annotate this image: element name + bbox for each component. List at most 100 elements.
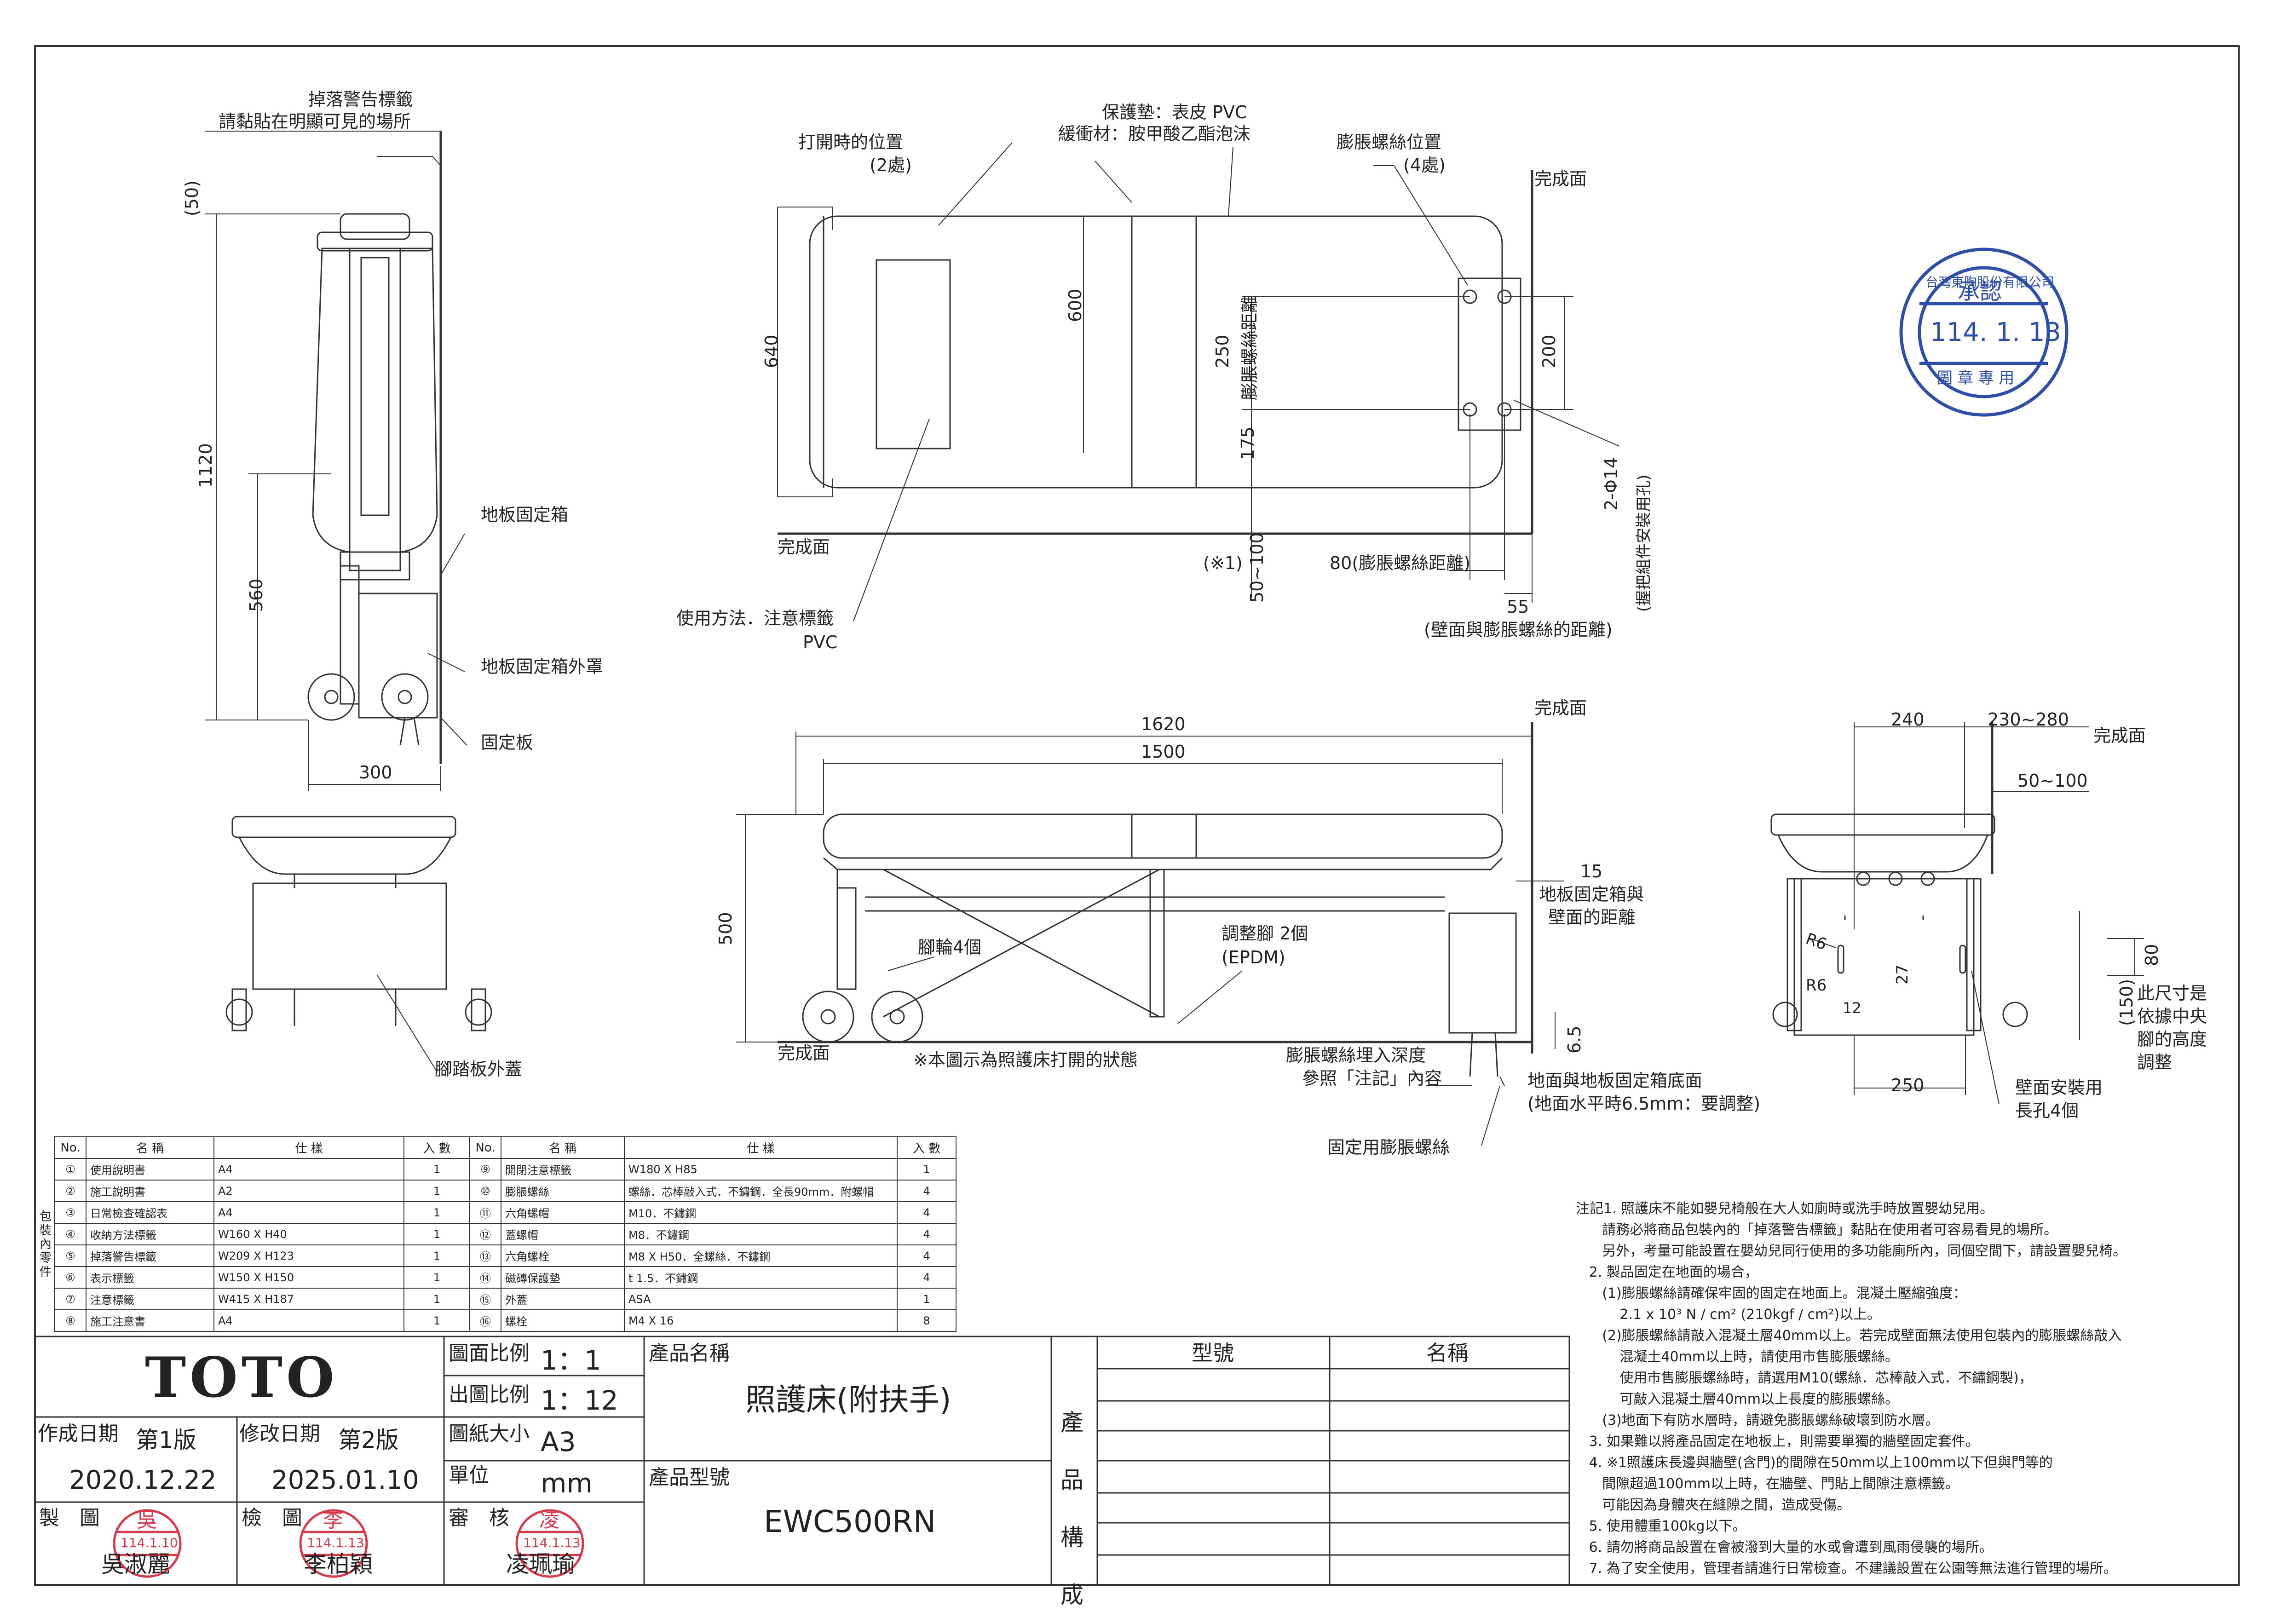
- product-model: EWC500RN: [764, 1504, 936, 1539]
- header-qty: 入 數: [403, 1136, 470, 1159]
- dim-300: 300: [359, 762, 392, 783]
- dim-250: 250: [1212, 334, 1233, 368]
- open-state-note: ※本圖示為照護床打開的狀態: [913, 1050, 1138, 1070]
- dim-240: 240: [1891, 709, 1925, 730]
- usage-label-text-2: PVC: [803, 632, 838, 652]
- dim-230-280: 230~280: [1988, 709, 2069, 730]
- header-no-2: No.: [469, 1136, 501, 1159]
- note-line: 另外，考量可能設置在嬰幼兒同行使用的多功能廁所內，同個空間下，請設置嬰兒椅。: [1576, 1243, 2127, 1259]
- dim-1120: 1120: [196, 443, 216, 488]
- side-elevation-view: [778, 722, 1533, 1077]
- pedal-cover-view: [225, 816, 492, 1072]
- scale-label: 圖面比例: [449, 1342, 530, 1365]
- handle-holes-label-1: 2-Φ14: [1601, 457, 1621, 511]
- scale-value: 1：1: [541, 1345, 601, 1376]
- reviewed-stamp: [515, 1509, 584, 1578]
- model-header: 型號: [1192, 1341, 1234, 1365]
- bolt-distance-h-label: 80(膨脹螺絲距離): [1330, 553, 1471, 573]
- approval-stamp-date: 114. 1. 13: [1930, 317, 2061, 347]
- dim-560: 560: [246, 578, 266, 612]
- dim-12: 12: [1843, 999, 1861, 1017]
- parts-cell: 六角螺帽: [501, 1201, 625, 1224]
- reviewed-name: 凌珮瑜: [506, 1551, 575, 1578]
- parts-cell: ③: [54, 1201, 86, 1224]
- note-line: 2.1 x 10³ N / cm² (210kgf / cm²)以上。: [1576, 1307, 1881, 1323]
- parts-cell: ⑥: [54, 1266, 86, 1289]
- parts-cell: 1: [403, 1309, 470, 1332]
- parts-cell: 1: [403, 1288, 470, 1310]
- note-line: 可敲入混凝土層40mm以上長度的膨脹螺絲。: [1576, 1391, 1899, 1407]
- parts-cell: 1: [403, 1201, 470, 1224]
- adjust-feet-label-1: 調整腳 2個: [1222, 923, 1308, 944]
- fix-plate-label: 固定板: [481, 732, 534, 753]
- parts-cell: 掉落警告標籤: [86, 1244, 214, 1267]
- product-name: 照護床(附扶手): [745, 1382, 951, 1417]
- bolt-position-label-2: (4處): [1403, 155, 1446, 175]
- note-line: 混凝土40mm以上時，請使用市售膨脹螺絲。: [1576, 1349, 1899, 1365]
- parts-cell: 施工說明書: [86, 1180, 214, 1202]
- handle-holes-label-2: (握把組件安裝用孔): [1635, 474, 1653, 612]
- dim-80: 80: [2142, 944, 2162, 966]
- reviewed-stamp-char: 凌: [539, 1509, 559, 1532]
- note-line: (3)地面下有防水層時，請避免膨脹螺絲破壞到防水層。: [1576, 1412, 1939, 1428]
- end-elevation-view: [1770, 722, 2028, 1036]
- dim-6-5: 6.5: [1564, 1025, 1585, 1054]
- parts-cell: ⑫: [469, 1223, 501, 1245]
- parts-cell: ⑭: [469, 1266, 501, 1289]
- parts-cell: A4: [213, 1309, 404, 1332]
- unit-label: 單位: [449, 1463, 489, 1487]
- parts-cell: 磁磚保護墊: [501, 1266, 625, 1289]
- approval-stamp-word: 承認: [1958, 279, 2002, 305]
- parts-cell: 1: [403, 1266, 470, 1289]
- usage-label-text-1: 使用方法．注意標籤: [676, 608, 834, 628]
- parts-cell: 1: [897, 1158, 957, 1181]
- parts-cell: 1: [403, 1244, 470, 1267]
- parts-cell: 開閉注意標籤: [501, 1158, 625, 1181]
- fix-bolts-label: 固定用膨脹螺絲: [1327, 1137, 1450, 1158]
- parts-cell: A4: [213, 1201, 404, 1224]
- casters-label: 腳輪4個: [918, 937, 982, 957]
- height-note-1: 此尺寸是: [2137, 983, 2207, 1003]
- dim-1500: 1500: [1141, 742, 1186, 762]
- notes-block: 注記1. 照護床不能如嬰兒椅般在大人如廁時或洗手時放置嬰幼兒用。 請務必將商品包…: [1576, 1198, 2126, 1579]
- reviewed-label: 審 核: [449, 1506, 509, 1530]
- finish-surface-side-top: 完成面: [1534, 698, 1587, 718]
- parts-cell: W209 X H123: [213, 1244, 404, 1267]
- folded-side-view: [307, 131, 442, 764]
- header-qty-2: 入 數: [897, 1136, 957, 1159]
- approval-stamp-bottom: 圖 章 專 用: [1937, 369, 2015, 387]
- brand-logo: TOTO: [145, 1345, 338, 1410]
- wall-distance-label: (壁面與膨脹螺絲的距離): [1424, 620, 1613, 640]
- height-note-4: 調整: [2137, 1052, 2173, 1072]
- floor-gap-label-1: 地面與地板固定箱底面: [1527, 1071, 1703, 1091]
- parts-cell: ①: [54, 1158, 86, 1181]
- finish-surface-plan-bottom: 完成面: [778, 537, 830, 557]
- parts-cell: ⑦: [54, 1288, 86, 1310]
- created-label: 作成日期: [38, 1422, 119, 1445]
- box-wall-label-2: 壁面的距離: [1548, 907, 1636, 927]
- approval-stamp: [1899, 248, 2069, 417]
- parts-cell: M8．不鏽鋼: [624, 1223, 898, 1245]
- modified-version: 第2版: [338, 1427, 399, 1453]
- parts-cell: ⑩: [469, 1180, 501, 1202]
- note-line: 請務必將商品包裝內的「掉落警告標籤」黏貼在使用者可容易看見的場所。: [1576, 1222, 2058, 1238]
- composition-label: 產品構成: [1060, 1409, 1083, 1608]
- finish-surface-plan-top: 完成面: [1534, 169, 1587, 189]
- wall-slots-label-2: 長孔4個: [2015, 1100, 2079, 1121]
- header-name: 名 稱: [86, 1136, 214, 1159]
- title-block-grid: [34, 1336, 1570, 1586]
- open-position-label-2: (2處): [870, 155, 912, 175]
- dim-r6b: R6: [1806, 976, 1827, 995]
- dim-500: 500: [715, 912, 736, 945]
- parts-cell: 4: [897, 1201, 957, 1224]
- dim-200: 200: [1539, 334, 1559, 368]
- drawn-stamp: [113, 1509, 182, 1578]
- note-line: 注記1. 照護床不能如嬰兒椅般在大人如廁時或洗手時放置嬰幼兒用。: [1576, 1201, 1994, 1217]
- parts-cell: 外蓋: [501, 1288, 625, 1310]
